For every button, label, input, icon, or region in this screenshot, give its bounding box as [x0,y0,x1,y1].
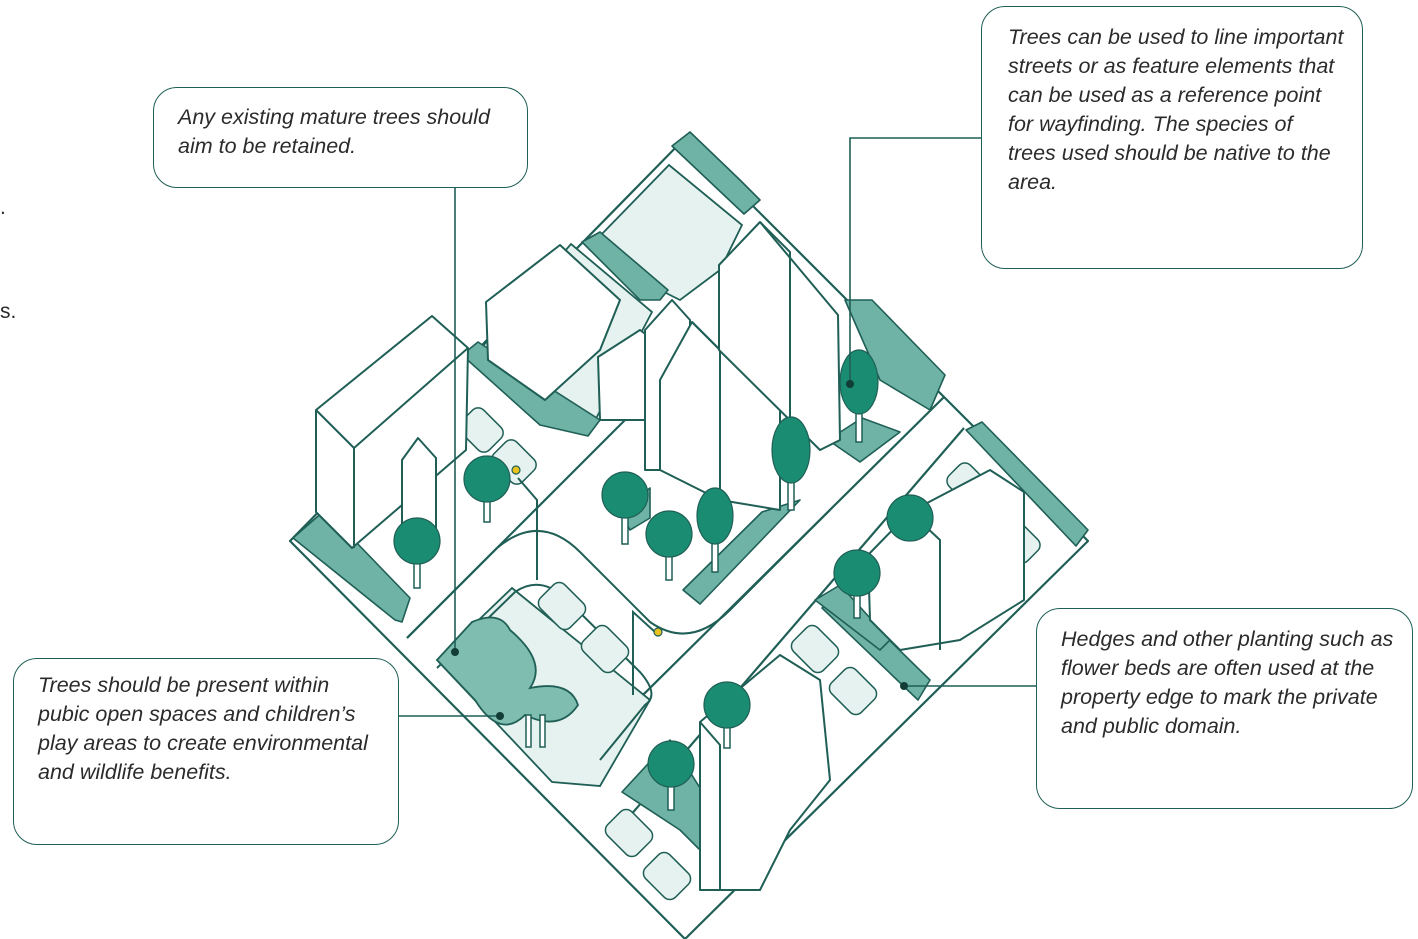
callout-hedges: Hedges and other planting such as flower… [1036,608,1413,809]
callout-text: Trees can be used to line important stre… [1008,25,1344,194]
callout-street-trees: Trees can be used to line important stre… [981,6,1363,269]
play-area-planting [435,616,579,726]
clipped-text-fragment: . [0,196,6,219]
trees [393,349,934,788]
callout-text: Hedges and other planting such as flower… [1061,627,1394,738]
lamp-light [653,627,663,637]
callout-open-spaces: Trees should be present within pubic ope… [13,658,399,845]
clipped-text-fragment: s. [0,300,17,323]
lamp-posts [517,477,656,695]
callout-leaders [399,137,1036,717]
houses [315,221,1025,891]
callout-leader-dots [451,380,908,720]
callout-text: Any existing mature trees should aim to … [178,105,490,158]
lamp-light [511,465,521,475]
callout-mature-trees: Any existing mature trees should aim to … [153,87,528,188]
callout-text: Trees should be present within pubic ope… [38,673,368,784]
